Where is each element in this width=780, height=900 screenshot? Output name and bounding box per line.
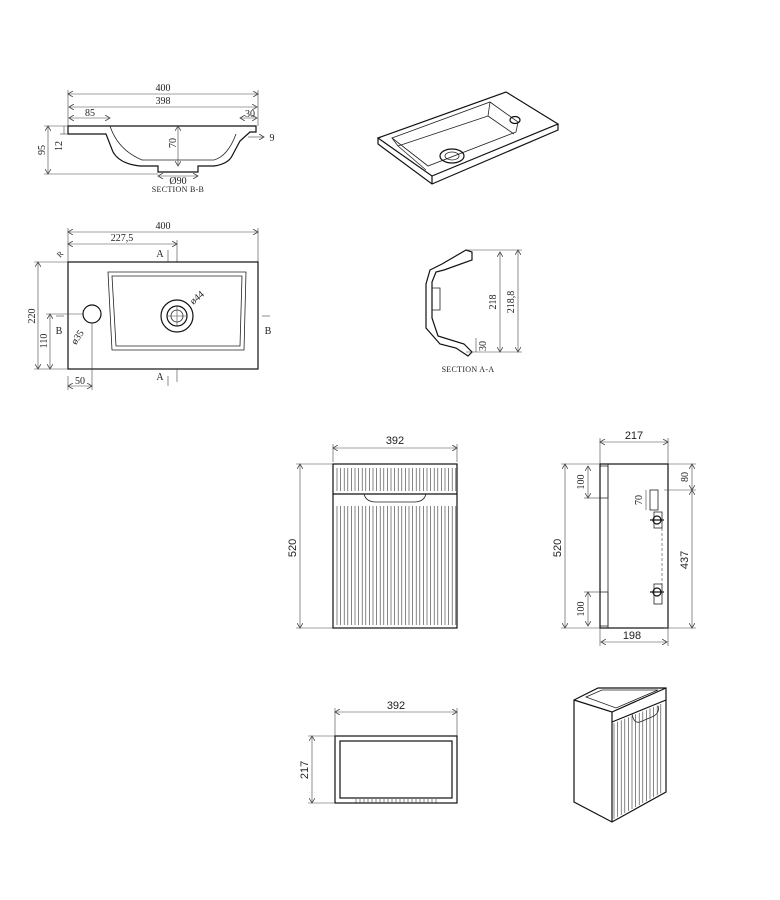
plan-dim-227: 227,5 [111,233,134,244]
section-bb-view: 400 398 85 30 95 12 70 Ø90 9 SECTION B-B [37,83,275,194]
bb-dim-drain: Ø90 [169,176,186,187]
plan-dim-110: 110 [39,334,50,349]
cabinet-top-view: 392 217 [299,700,457,803]
plan-marker-b-left: B [56,326,63,337]
side-dim-70: 70 [634,495,645,505]
plan-dim-220: 220 [27,309,38,324]
side-dim-198: 198 [623,630,641,642]
basin-isometric-view [376,91,560,185]
plan-marker-a-bottom: A [156,372,164,383]
cabinet-front-view: 392 520 [287,435,457,628]
side-dim-437: 437 [679,551,691,569]
front-cabinet-body [332,463,458,629]
side-dim-80: 80 [680,472,691,482]
plan-dim-taphole: ø35 [69,328,87,347]
side-dim-100-top: 100 [576,475,587,490]
bb-dim-85: 85 [85,108,95,119]
section-aa-view: 218 218,8 30 SECTION A-A [425,250,522,374]
side-dim-100-bottom: 100 [576,602,587,617]
plan-dim-drain: ø44 [188,289,207,307]
iso-door-flutes [613,703,662,819]
plan-dim-radius: R [55,249,66,260]
front-flutes [336,468,457,625]
wall-bracket-upper [649,489,664,529]
bb-dim-9: 9 [270,133,275,144]
aa-dim-218-8: 218,8 [506,291,517,314]
top-door-flutes [355,799,437,803]
bb-dim-70: 70 [168,138,179,148]
plan-outline [67,261,259,370]
top-cabinet-outline [334,735,458,804]
plan-dim-50: 50 [75,376,85,387]
front-dim-520: 520 [287,539,299,557]
bb-dim-30: 30 [245,109,255,120]
top-dim-217: 217 [299,761,311,779]
bb-dim-398: 398 [156,96,171,107]
side-dim-520: 520 [552,539,564,557]
bb-basin-profile [67,125,257,173]
section-bb-title: SECTION B-B [152,185,204,194]
top-dim-392: 392 [387,700,405,712]
bb-dim-12: 12 [54,141,65,151]
plan-marker-a-top: A [156,249,164,260]
front-dim-392: 392 [386,435,404,447]
cabinet-side-view: 217 520 100 100 70 [552,430,696,646]
plan-marker-b-right: B [265,326,272,337]
aa-dim-218: 218 [488,295,499,310]
cabinet-isometric-view [573,687,667,823]
aa-dim-30: 30 [478,341,489,351]
side-cabinet-body [599,463,669,629]
side-dim-217: 217 [625,430,643,442]
basin-plan-view: 400 227,5 A ø44 ø35 R 220 110 B B [27,221,272,390]
plan-dim-400: 400 [156,221,171,232]
section-aa-title: SECTION A-A [442,365,495,374]
bb-dim-95: 95 [37,145,48,155]
bb-dim-400: 400 [156,83,171,94]
wall-bracket-lower [650,583,664,605]
